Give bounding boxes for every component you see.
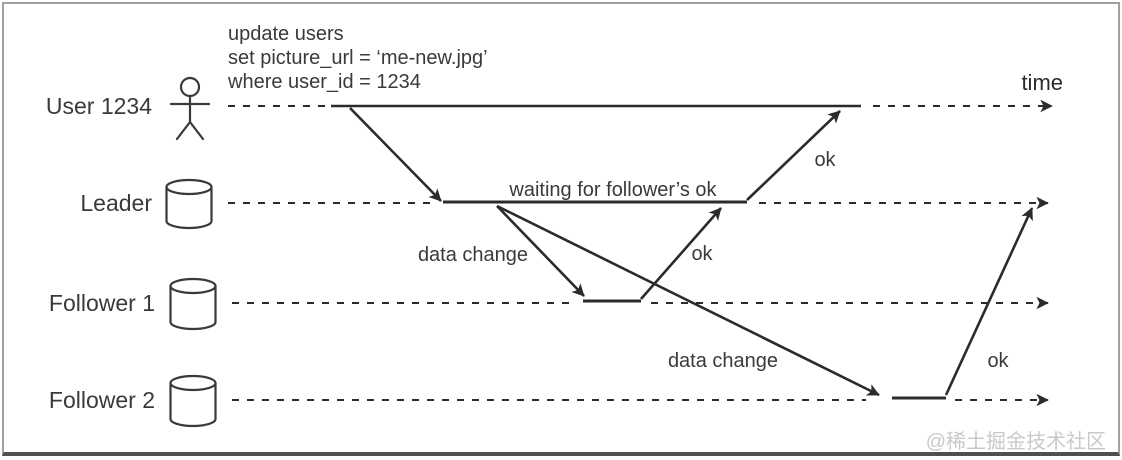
query-annotation: update users set picture_url = ‘me-new.j… <box>227 23 488 93</box>
message-label-data-change-follower1: data change <box>418 244 528 266</box>
actor-label-follower1: Follower 1 <box>49 290 155 316</box>
waiting-note: waiting for follower’s ok <box>508 179 717 201</box>
database-cylinder-icon <box>169 374 217 428</box>
query-line-2: set picture_url = ‘me-new.jpg’ <box>228 47 488 69</box>
message-label-ok-follower1: ok <box>691 243 713 265</box>
message-arrow-update-request <box>349 107 442 202</box>
message-arrow-data-change-follower1 <box>496 205 585 297</box>
query-line-3: where user_id = 1234 <box>227 71 421 93</box>
query-line-1: update users <box>228 23 344 45</box>
actor-label-user: User 1234 <box>46 93 152 119</box>
replication-sequence-diagram: User 1234 Leader Follower 1 Follower 2 <box>46 23 1106 452</box>
follower1-lifeline <box>232 296 1049 310</box>
database-cylinder-icon <box>165 178 213 230</box>
database-cylinder-icon <box>169 277 217 331</box>
message-label-ok-to-user: ok <box>814 149 836 171</box>
time-axis-label: time <box>1021 70 1063 95</box>
person-icon <box>169 76 211 141</box>
message-arrow-ok-to-user <box>746 110 841 201</box>
message-arrow-data-change-follower2 <box>496 204 880 397</box>
follower2-lifeline <box>232 393 1049 407</box>
leader-lifeline <box>228 196 1049 210</box>
message-label-ok-follower2: ok <box>987 350 1009 372</box>
actor-label-follower2: Follower 2 <box>49 387 155 413</box>
actor-label-leader: Leader <box>80 190 152 216</box>
watermark: @稀土掘金技术社区 <box>926 430 1106 452</box>
message-arrow-ok-follower2 <box>944 207 1034 396</box>
message-label-data-change-follower2: data change <box>668 350 778 372</box>
